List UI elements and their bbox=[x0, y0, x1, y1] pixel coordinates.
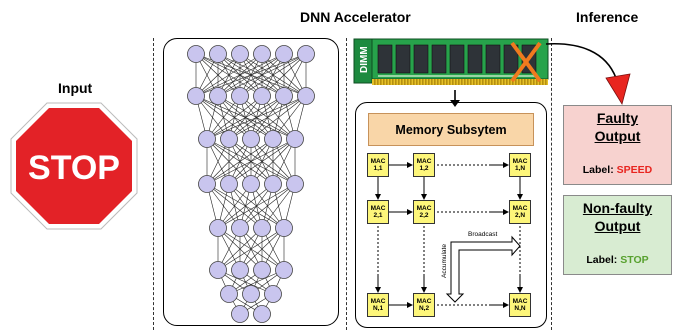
faulty-output-title-line1: Faulty bbox=[596, 110, 639, 126]
network-node bbox=[253, 261, 271, 279]
fault-cross-icon bbox=[510, 41, 542, 83]
network-node bbox=[209, 219, 227, 237]
neural-network-graph bbox=[187, 45, 315, 323]
network-node bbox=[286, 130, 304, 148]
network-node bbox=[253, 305, 271, 323]
network-node bbox=[231, 305, 249, 323]
network-node bbox=[253, 45, 271, 63]
network-node bbox=[209, 261, 227, 279]
network-node bbox=[275, 261, 293, 279]
network-node bbox=[242, 130, 260, 148]
network-node bbox=[297, 87, 315, 105]
nonfaulty-output-label: Label: STOP bbox=[564, 254, 671, 266]
accumulate-label: Accumulate bbox=[441, 244, 448, 278]
faulty-output-label: Label: SPEED bbox=[564, 164, 671, 176]
nonfaulty-label-prefix: Label: bbox=[586, 254, 618, 266]
network-node bbox=[253, 219, 271, 237]
memory-subsystem-box: Memory Subsytem bbox=[368, 113, 534, 146]
network-node bbox=[187, 87, 205, 105]
neural-network-panel bbox=[163, 38, 339, 326]
accelerator-panel bbox=[355, 102, 547, 328]
separator-left bbox=[153, 38, 154, 330]
broadcast-label: Broadcast bbox=[468, 231, 497, 238]
dimm-module: DIMM bbox=[353, 38, 549, 85]
dimm-chip bbox=[431, 44, 447, 74]
separator-middle-left bbox=[346, 38, 347, 330]
input-header: Input bbox=[58, 80, 93, 96]
network-node bbox=[231, 261, 249, 279]
dnn-accelerator-header: DNN Accelerator bbox=[300, 9, 411, 25]
dimm-chip bbox=[485, 44, 501, 74]
nonfaulty-output-title-line2: Output bbox=[594, 218, 641, 234]
nonfaulty-label-value: STOP bbox=[620, 254, 649, 266]
network-node bbox=[297, 45, 315, 63]
faulty-output-title-line2: Output bbox=[594, 128, 641, 144]
network-node bbox=[231, 87, 249, 105]
network-node bbox=[220, 130, 238, 148]
network-node bbox=[253, 87, 271, 105]
network-node bbox=[198, 130, 216, 148]
dimm-chip bbox=[413, 44, 429, 74]
nonfaulty-output-title-line1: Non-faulty bbox=[582, 200, 653, 216]
dimm-chip bbox=[467, 44, 483, 74]
nonfaulty-output-box: Non-faulty Output Label: STOP bbox=[563, 195, 672, 275]
stop-sign-image: STOP bbox=[10, 102, 138, 230]
dimm-chip bbox=[449, 44, 465, 74]
stop-sign-text: STOP bbox=[28, 149, 120, 187]
network-node bbox=[242, 175, 260, 193]
network-node bbox=[264, 175, 282, 193]
network-node bbox=[231, 45, 249, 63]
network-node bbox=[209, 87, 227, 105]
network-node bbox=[264, 285, 282, 303]
inference-header: Inference bbox=[576, 9, 639, 25]
fault-propagation-arrow bbox=[545, 42, 631, 106]
network-node bbox=[209, 45, 227, 63]
separator-middle-right bbox=[551, 38, 552, 330]
dimm-to-memory-arrow bbox=[450, 90, 460, 107]
faulty-label-prefix: Label: bbox=[582, 164, 614, 176]
dimm-chip bbox=[377, 44, 393, 74]
network-node bbox=[286, 175, 304, 193]
dimm-chip bbox=[395, 44, 411, 74]
network-node bbox=[220, 175, 238, 193]
network-node bbox=[275, 45, 293, 63]
network-node bbox=[187, 45, 205, 63]
network-node bbox=[275, 87, 293, 105]
network-node bbox=[264, 130, 282, 148]
network-node bbox=[198, 175, 216, 193]
network-node bbox=[275, 219, 293, 237]
dataflow-arrow bbox=[445, 235, 521, 303]
network-node bbox=[231, 219, 249, 237]
network-node bbox=[242, 285, 260, 303]
faulty-label-value: SPEED bbox=[616, 164, 653, 176]
faulty-output-box: Faulty Output Label: SPEED bbox=[563, 105, 672, 185]
network-node bbox=[220, 285, 238, 303]
dimm-label: DIMM bbox=[359, 46, 370, 73]
